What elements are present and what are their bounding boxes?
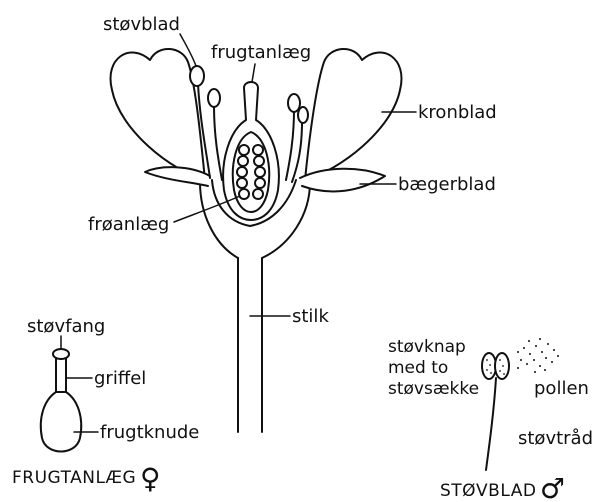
pollen-grain: [517, 367, 519, 369]
stamen-filament: [214, 106, 222, 180]
stem: [238, 258, 262, 432]
pollen-grain: [529, 353, 531, 355]
label-griffel: griffel: [94, 368, 146, 389]
caption-frugtanlaeg: FRUGTANLÆG: [12, 468, 136, 488]
pollen-grain: [528, 340, 530, 342]
pollen-grain: [539, 338, 541, 340]
right-sepal: [300, 169, 385, 192]
pollen-grain: [489, 364, 491, 366]
ovule: [253, 189, 263, 199]
pollen-grain: [499, 370, 501, 372]
stamen-filament-detail: [486, 378, 496, 470]
label-stovknap-3: støvsække: [388, 379, 479, 399]
pollen-cloud: [517, 338, 559, 373]
pollen-grain: [551, 361, 553, 363]
pollen-grain: [541, 351, 543, 353]
label-kronblad: kronblad: [418, 102, 497, 123]
pollen-grain: [490, 372, 492, 374]
pollen-grain: [544, 369, 546, 371]
pollen-grain: [517, 351, 519, 353]
pollen-grain: [486, 359, 488, 361]
pollen-grain: [553, 349, 555, 351]
ovule: [237, 167, 247, 177]
stamen-anther: [298, 107, 308, 123]
ovule: [255, 178, 265, 188]
pollen-grain: [486, 369, 488, 371]
pollen-grain: [533, 359, 535, 361]
leader-frugtanlaeg: [252, 64, 255, 82]
stamen-anther: [190, 66, 204, 86]
right-petal: [305, 49, 401, 180]
stamen-detail: [482, 338, 559, 470]
label-pollen: pollen: [534, 378, 589, 399]
ovule: [254, 156, 264, 166]
label-stovknap-1: støvknap: [388, 337, 466, 357]
left-petal: [111, 49, 205, 180]
ovule: [253, 145, 263, 155]
pollen-sac: [482, 353, 496, 379]
stamen-filament: [286, 110, 294, 180]
male-symbol: ♂: [540, 472, 565, 502]
pistil-detail: [41, 336, 98, 452]
label-froanlaeg: frøanlæg: [88, 214, 169, 235]
label-frugtknude: frugtknude: [100, 422, 199, 443]
pollen-grain: [557, 355, 559, 357]
pollen-grain: [534, 371, 536, 373]
pollen-grain: [499, 359, 501, 361]
ovary-shape: [41, 392, 81, 452]
pollen-grain: [526, 363, 528, 365]
caption-stovblad: STØVBLAD: [440, 481, 536, 501]
ovule: [237, 178, 247, 188]
stamen-anther: [288, 94, 300, 112]
pollen-grain: [545, 357, 547, 359]
female-symbol: ♀: [140, 462, 161, 495]
pollen-grain: [503, 373, 505, 375]
label-stovtraad: støvtråd: [518, 428, 593, 449]
pollen-grain: [502, 365, 504, 367]
label-stovfang: støvfang: [27, 316, 105, 337]
pollen-grain: [547, 343, 549, 345]
pollen-sac: [495, 353, 509, 379]
pollen-grain: [523, 347, 525, 349]
ovule: [238, 156, 248, 166]
style-shape: [56, 358, 66, 392]
label-frugtanlaeg: frugtanlæg: [211, 42, 311, 63]
ovule: [239, 189, 249, 199]
stamen-anther: [208, 89, 220, 107]
label-stilk: stilk: [292, 306, 329, 327]
ovule: [239, 145, 249, 155]
pollen-grain: [539, 365, 541, 367]
pollen-grain: [535, 345, 537, 347]
label-stovknap-2: med to: [388, 358, 448, 378]
pollen-grain: [520, 359, 522, 361]
label-baegerblad: bægerblad: [398, 174, 496, 195]
label-stovblad: støvblad: [103, 14, 180, 35]
ovule: [255, 167, 265, 177]
